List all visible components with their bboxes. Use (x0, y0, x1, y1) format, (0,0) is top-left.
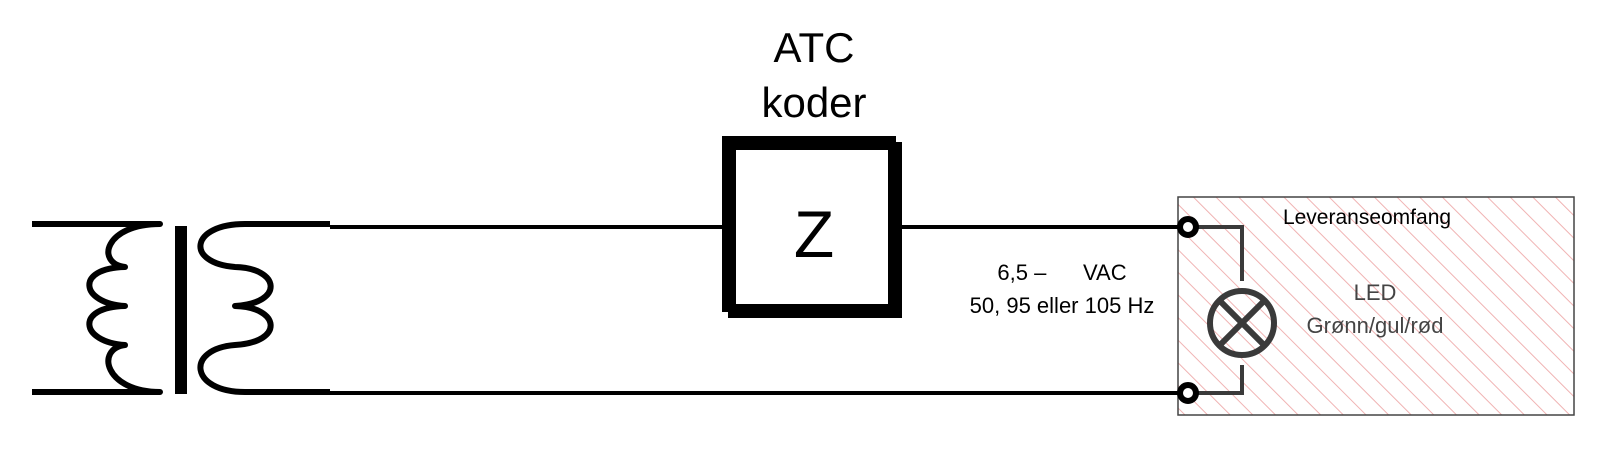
encoder-box-shadow (728, 142, 902, 318)
transformer-primary-coil (32, 221, 163, 395)
lamp-wire (1188, 225, 1244, 395)
encoder-title-line1: ATC (774, 24, 855, 71)
atc-encoder: ATC koder Z (722, 24, 902, 318)
led-lamp: LED Grønn/gul/rød (1188, 225, 1444, 395)
lamp-label-line2: Grønn/gul/rød (1307, 313, 1444, 338)
transformer-core (175, 226, 187, 394)
delivery-scope-label: Leveranseomfang (1283, 206, 1451, 229)
encoder-title-line2: koder (761, 79, 866, 126)
transformer-symbol (32, 221, 330, 395)
voltage-label-line1: 6,5 – VAC (997, 260, 1126, 285)
lamp-cross-b (1216, 297, 1268, 349)
transformer-secondary-coil (197, 221, 330, 395)
bottom-terminal (1177, 382, 1199, 404)
lamp-label-line1: LED (1354, 280, 1397, 305)
encoder-symbol: Z (794, 197, 834, 271)
frequency-label-line2: 50, 95 eller 105 Hz (970, 293, 1155, 318)
delivery-scope-box: Leveranseomfang (1177, 196, 1575, 416)
top-terminal (1177, 216, 1199, 238)
lamp-circle (1207, 288, 1277, 358)
encoder-box (722, 136, 896, 312)
